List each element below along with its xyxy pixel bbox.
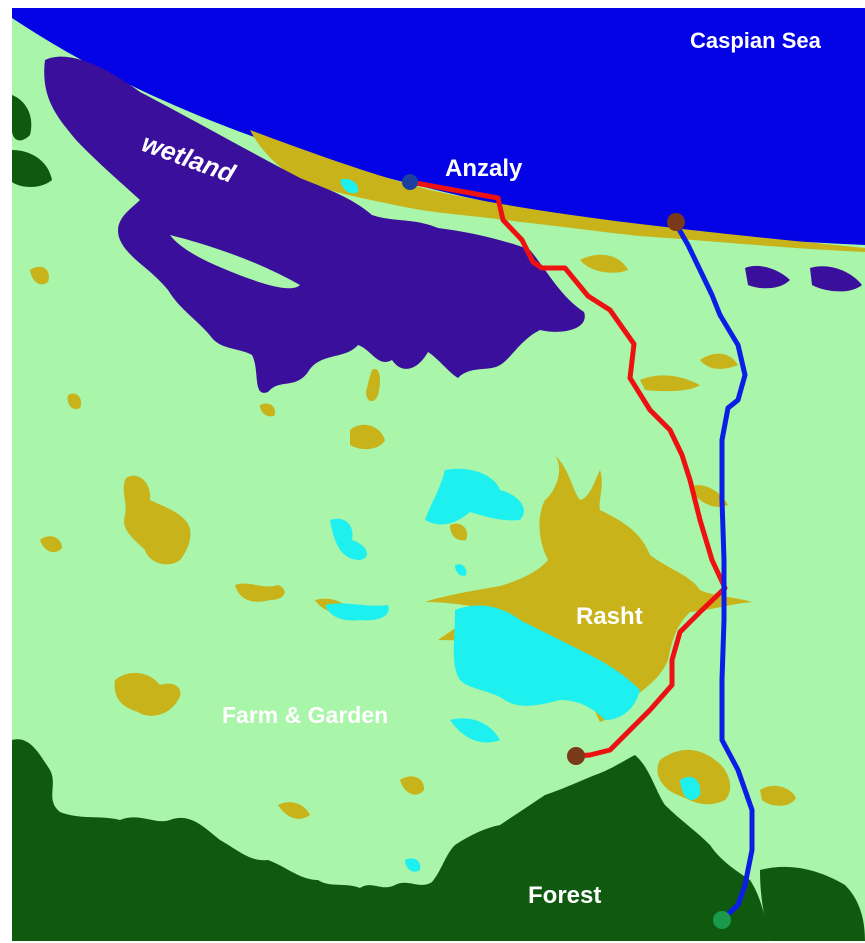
blue-route xyxy=(673,221,755,923)
wetland-island xyxy=(170,235,300,289)
forest-patch-right-bottom xyxy=(760,866,865,941)
label-anzaly: Anzaly xyxy=(445,155,523,182)
label-caspian-sea: Caspian Sea xyxy=(690,28,822,53)
coastal-strip xyxy=(250,130,865,252)
forest-area xyxy=(12,739,770,941)
label-farm-garden: Farm & Garden xyxy=(222,702,388,728)
forest-patch-left-top xyxy=(12,95,32,141)
forest-patch-left-mid xyxy=(12,150,52,187)
forest-patch-east xyxy=(745,265,790,289)
forest-patch-east2 xyxy=(810,266,862,292)
water-ponds xyxy=(325,178,813,930)
wetland-area xyxy=(44,56,585,393)
red-route xyxy=(407,179,728,759)
rasht-urban xyxy=(425,455,752,722)
label-forest: Forest xyxy=(528,882,601,909)
marker-forest-end xyxy=(713,911,731,929)
marker-anzaly xyxy=(402,174,418,190)
marker-coast-east xyxy=(667,213,685,231)
caspian-sea xyxy=(12,8,865,245)
marker-south-end xyxy=(567,747,585,765)
label-rasht: Rasht xyxy=(576,603,643,630)
